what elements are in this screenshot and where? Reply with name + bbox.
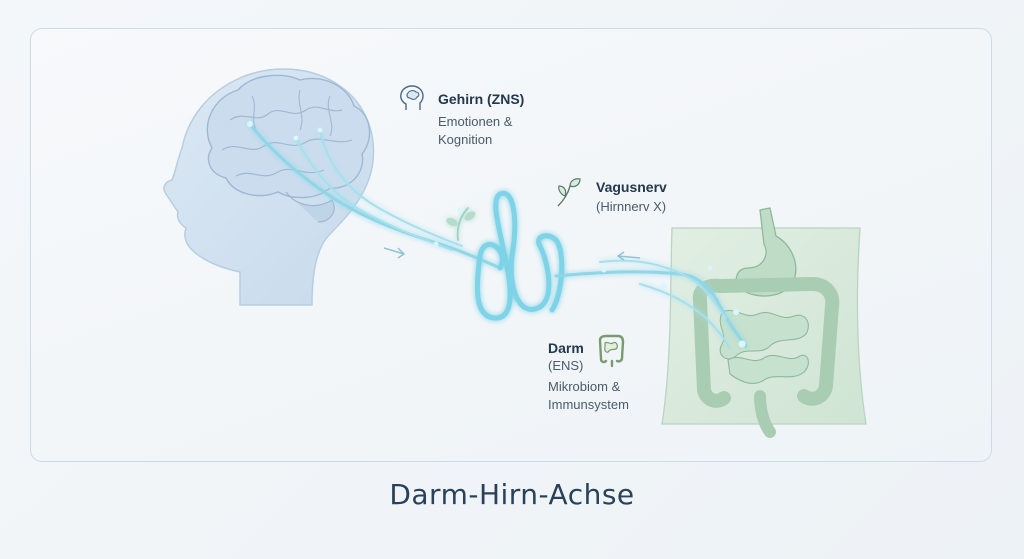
brain-desc-line1: Emotionen & (438, 114, 513, 129)
gut-description: Mikrobiom & Immunsystem (548, 378, 668, 414)
brain-head-icon (400, 85, 424, 110)
vagus-title: Vagusnerv (596, 179, 667, 195)
brain-desc-line2: Kognition (438, 132, 493, 147)
gut-title: Darm (548, 340, 584, 356)
gut-desc-line2: Immunsystem (548, 397, 629, 412)
diagram-caption: Darm-Hirn-Achse (389, 478, 635, 511)
gut-subtitle: (ENS) (548, 358, 584, 373)
vagus-subtitle: (Hirnnerv X) (596, 199, 667, 214)
brain-shape (206, 74, 371, 223)
vagus-nerve-path (248, 122, 748, 349)
brain-description: Emotionen & Kognition (438, 113, 548, 149)
brain-title: Gehirn (ZNS) (438, 91, 525, 107)
intestine-icon (598, 334, 625, 368)
flow-arrows (383, 247, 641, 261)
gut-label: Darm (548, 339, 584, 358)
sprout-leaves-icon (557, 178, 581, 207)
nerve-sparkles (247, 121, 746, 348)
brain-label: Gehirn (ZNS) (438, 90, 524, 109)
gut-desc-line1: Mikrobiom & (548, 379, 621, 394)
vagus-label: Vagusnerv (596, 178, 667, 197)
